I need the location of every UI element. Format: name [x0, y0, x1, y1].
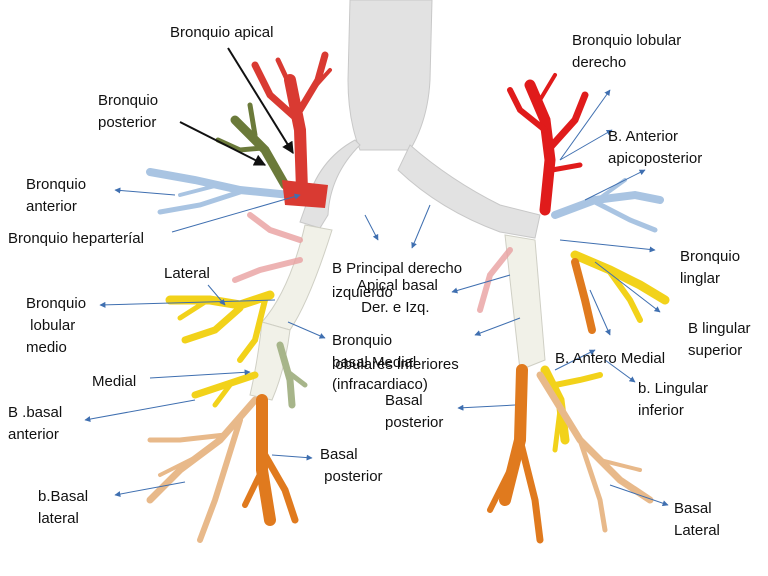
label-lateral: Lateral: [164, 265, 210, 282]
lobular-izquierdo-red: [507, 73, 589, 216]
label-basal-posterior-center: Basal posterior: [385, 392, 444, 431]
basal-posterior-orange: [242, 394, 299, 526]
label-bronquio-linglar: Bronquio linglar: [680, 248, 741, 287]
left-main-bronchus: [397, 144, 541, 239]
label-b-principal-derecho: B Principal derecho: [332, 260, 463, 277]
label-medial: Medial: [92, 373, 137, 390]
left-anterior-blue: [551, 178, 664, 233]
right-lower-trunk: [249, 321, 291, 401]
trachea: [347, 0, 433, 151]
label-b-antero-medial: B. Antero Medial: [555, 350, 666, 367]
left-basal-yellow: [540, 365, 603, 453]
label-b-lingular-superior: B lingular superior: [688, 320, 751, 359]
label-basal-posterior-left: Basal posterior: [320, 446, 383, 485]
left-lower-bronchus: [504, 234, 546, 371]
label-bronquio-anterior: Bronquio anterior: [26, 176, 87, 215]
label-izquierdo: izquierdo: [332, 284, 393, 301]
label-b-anterior-apicoposterior: B. Anterior apicoposterior: [608, 128, 703, 167]
label-bronquio-lobular-derecho: Bronquio lobular derecho: [572, 32, 682, 71]
posterior-arrow: [179, 121, 267, 166]
label-b-basal-lateral: b.Basal lateral: [38, 488, 89, 527]
lingular-orange: [571, 258, 596, 334]
left-basal-tan: [536, 371, 654, 533]
label-b-lingular-inferior: b. Lingular inferior: [638, 380, 709, 419]
medial-yellow: [191, 371, 259, 408]
pink-branches: [232, 212, 513, 313]
middle-lobe-bronchus: [165, 290, 275, 363]
posterior-bronchus: [215, 102, 290, 190]
label-bronquio-posterior: Bronquio posterior: [98, 92, 159, 131]
label-lobulares-inferiores: lobulares inferiores: [332, 356, 459, 373]
label-bronquio-lobular-medio: Bronquio lobular medio: [26, 295, 87, 356]
label-arrows: [84, 89, 669, 507]
label-bronquio-basal-medial: Bronquio basal Medial (infracardiaco): [332, 332, 428, 393]
basal-medial-green: [276, 341, 308, 409]
lingular-yellow: [570, 250, 670, 323]
label-bronquio-apical: Bronquio apical: [170, 24, 274, 41]
left-basal-orange: [487, 364, 544, 544]
label-b-basal-anterior: B .basal anterior: [8, 404, 63, 443]
label-apical-basal: Apical basal Der. e Izq.: [357, 277, 438, 316]
label-bronquio-heparterial: Bronquio heparteríal: [8, 230, 144, 247]
basal-tan: [146, 396, 259, 543]
apical-bronchus: [251, 51, 332, 196]
apical-arrow: [227, 47, 294, 155]
heparterial-stem: [282, 180, 328, 208]
label-basal-lateral-right: Basal Lateral: [674, 500, 720, 539]
anterior-bronchus: [146, 168, 294, 215]
